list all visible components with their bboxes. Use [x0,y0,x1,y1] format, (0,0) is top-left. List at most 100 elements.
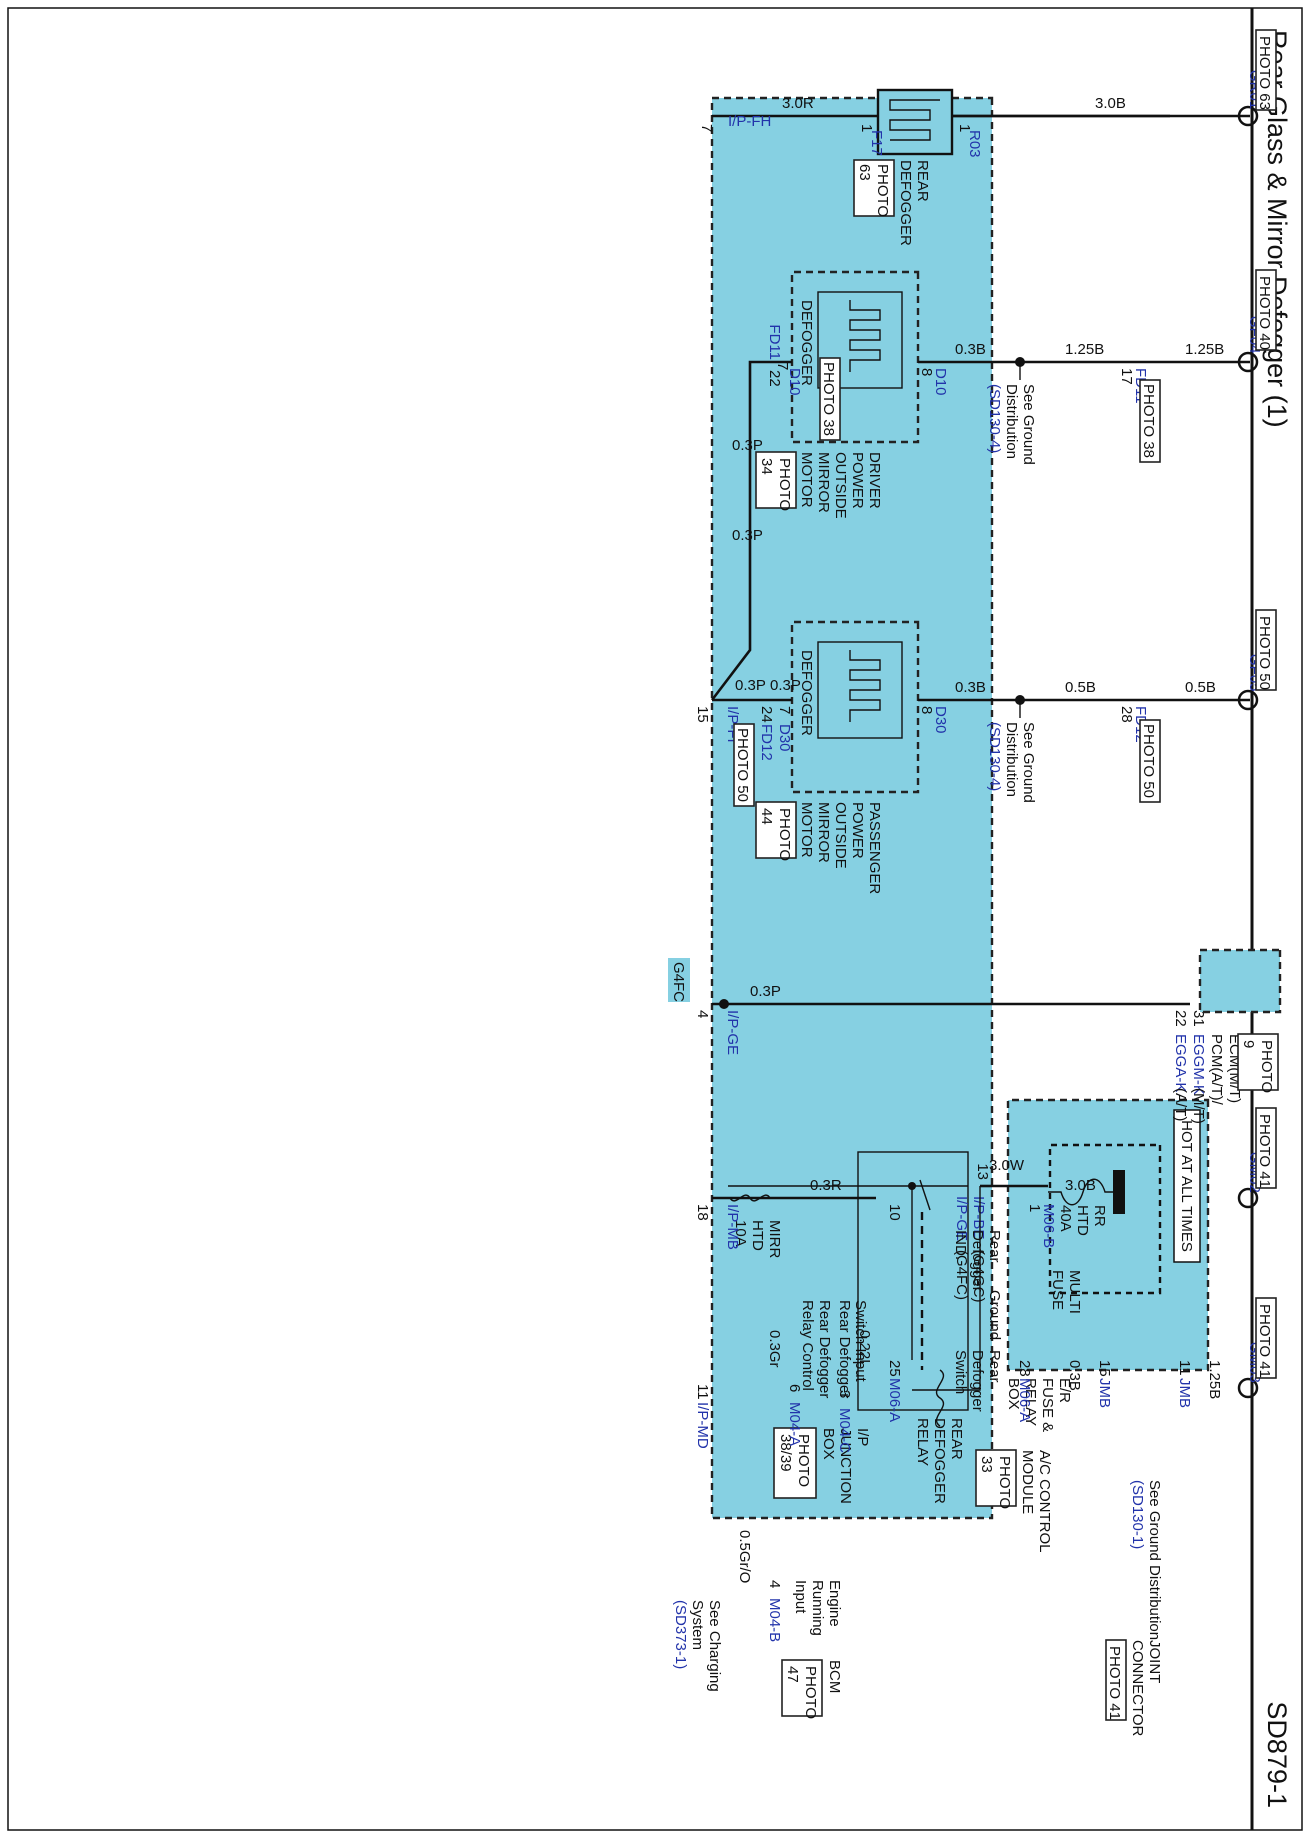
rr-fuse-l3: 40A [1057,1205,1074,1232]
ipjb-photo-box [773,1427,817,1499]
bcm-photo-box [781,1659,823,1717]
wire-eng-label: 0.5Gr/O [736,1530,753,1583]
drv-mirror-l3: OUTSIDE [832,452,849,519]
wire-drv-0-3p-label2: 0.3P [732,437,763,454]
conn-m04b: M04-B [766,1598,783,1642]
fd12-b-photo: PHOTO 50 [1140,724,1157,798]
conn-m04a: M04-A [786,1402,803,1446]
pcm-photo-l1: PHOTO [1258,1040,1275,1093]
rear-def-l1: REAR [914,160,931,202]
conn-d30-out: D30 [932,706,949,734]
wire-pass-0-5b-label2: 0.5B [1185,679,1216,696]
driver-mirror-heater [817,291,903,389]
pass-gnd-ref-code: (SD130-4) [986,722,1003,791]
rr-htd-fuse-icon [1048,1178,1113,1206]
drv-mirror-l5: MOTOR [798,452,815,508]
pin-m06b: 1 [1026,1204,1043,1212]
conn-egga-suffix: (A/T) [1172,1088,1189,1121]
pin-fd11-a: 22 [766,370,783,387]
joint-photo: PHOTO 41 [1106,1646,1123,1720]
passenger-mirror-heater [817,641,903,739]
conn-m04c: M04-C [836,1408,853,1453]
rr-fuse-l2: HTD [1074,1205,1091,1236]
rear-def-photo-l1: PHOTO [874,164,891,217]
gm02-photo-box [1255,1107,1277,1189]
fd12-a-photo: PHOTO 50 [734,728,751,802]
conn-ipmb: I/P-MB [724,1204,741,1250]
driver-heater-label: DEFOGGER [798,300,815,386]
wire-3-0r-label: 3.0R [782,95,814,112]
bcm-sw-l1: Rear Defogger [836,1300,853,1398]
fd11-a-photo: PHOTO 38 [820,362,837,436]
drv-mirror-l1: DRIVER [866,452,883,509]
pcm-l1: PCM(A/T)/ [1208,1034,1225,1106]
ac-sw-l2: Defogger [969,1350,986,1412]
pass-gnd-ref-l2: Distribution [1003,722,1020,797]
ac-sw-l3: Switch [952,1350,969,1394]
joint-ref: (SD130-1) [1129,1480,1146,1549]
relay-switch [919,1179,931,1211]
charging-ref: (SD373-1) [672,1600,689,1669]
pin-fd11-b: 17 [1118,368,1135,385]
multi-fuse-box [1048,1143,1162,1295]
mirr-fuse-l1: MIRR [766,1220,783,1258]
wire-3-0b-label: 3.0B [1095,95,1126,112]
joint-l2: CONNECTOR [1129,1640,1146,1737]
conn-ipbe-suffix: (G4GC) [970,1250,987,1303]
gf04-photo-box [1255,269,1277,351]
fd11-b-photo-box [1139,379,1161,463]
pcm-photo-l2: 9 [1240,1040,1257,1048]
bcm-label: BCM [826,1660,843,1693]
joint-ref-label: See Ground Distribution [1146,1480,1163,1640]
multi-fuse-l1: MULTI [1066,1270,1083,1314]
relay-junction [908,1182,916,1190]
pin-f17: 1 [858,124,875,132]
relay-l1: REAR [948,1418,965,1460]
er-fuse-relay-box [1006,1098,1210,1372]
gm03-photo-box [1255,1297,1277,1379]
ipjb-l2: JUNCTION [837,1428,854,1504]
drv-mirror-l2: POWER [849,452,866,509]
drv-mirror-photo-box [755,451,797,509]
ac-photo-box [975,1449,1017,1507]
mirr-fuse-l2: HTD [749,1220,766,1251]
gr01-photo: PHOTO 63 [1256,36,1273,110]
bcm-relay-l2: Relay Control [799,1300,816,1391]
fd11-a-photo-box [819,357,841,441]
wire-ac-gnd-label: 0.3B [1066,1360,1083,1391]
wire-sw-label: 0.22L [856,1330,873,1368]
pin-ipmb: 18 [694,1204,711,1221]
conn-fd11-a: FD11 [766,324,783,360]
hot-label: HOT AT ALL TIMES [1178,1120,1195,1252]
pass-gnd-ref-l1: See Ground [1020,722,1037,803]
hot-label-box [1173,1109,1201,1263]
relay-l2: DEFOGGER [931,1418,948,1504]
wire-pass-0-3p-label: 0.3P [735,677,766,694]
pass-mirror-l1: PASSENGER [866,802,883,894]
conn-eggm: EGGM-K [1190,1034,1207,1095]
conn-d30-in: D30 [776,724,793,752]
ipjb-photo-l1: PHOTO [795,1434,812,1487]
ipjb-photo-l2: 38/39 [777,1434,794,1472]
pin-ipge: 4 [694,1010,711,1018]
pass-mirror-l2: POWER [849,802,866,859]
charging-l2: System [689,1600,706,1650]
gm03-photo: PHOTO 41 [1256,1304,1273,1378]
pass-mirror-l3: OUTSIDE [832,802,849,869]
gm02-photo: PHOTO 41 [1256,1114,1273,1188]
conn-d10-out: D10 [932,368,949,396]
ac-photo-l2: 33 [978,1456,995,1473]
pin-d30-in: 7 [776,706,793,714]
pass-mirror-l4: MIRROR [815,802,832,863]
conn-eggm-suffix: (M/T) [1190,1088,1207,1124]
wire-bcm-relay-label: 0.3Gr [766,1330,783,1368]
multi-fuse-l2: FUSE [1049,1270,1066,1310]
pin-m06a-gnd: 28 [1016,1360,1033,1377]
bcm-relay-l1: Rear Defogger [816,1300,833,1398]
wire-drv-0-3p-label: 0.3P [732,527,763,544]
er-box-l3: RELAY [1022,1378,1039,1426]
wire-pass-0-3p-label2: 0.3P [770,677,801,694]
